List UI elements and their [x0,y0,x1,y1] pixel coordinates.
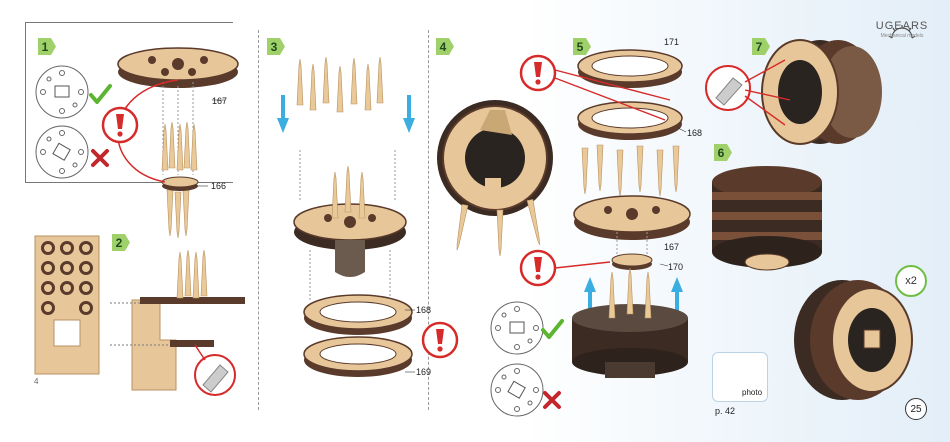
part-label-168: 168 [416,305,431,315]
photo-label: photo [742,388,762,397]
part-label-166: 166 [211,181,226,191]
part-label-171: 171 [664,37,679,47]
check-icon [90,86,110,104]
step4-group [437,100,553,256]
cross-icon [92,150,108,166]
brand-name: UGEARS [870,20,934,32]
part-label-168b: 168 [687,128,702,138]
quantity-badge: x2 [895,265,927,297]
step3-group [277,57,457,377]
warning-icon [103,108,137,142]
step6-group [712,166,822,270]
final-model-group [794,280,912,400]
part-label-169: 169 [416,367,431,377]
sheet-number: 4 [34,377,38,386]
page-number: 25 [905,398,927,420]
step7-group [706,40,882,144]
part-label-167: 167 [212,96,227,106]
step1-group [36,48,238,238]
step2-group [35,236,245,395]
part-label-167b: 167 [664,242,679,252]
page-reference: p. 42 [715,406,735,416]
brand-tagline: Mechanical models [870,33,934,39]
part-label-170: 170 [668,262,683,272]
step5-group [491,50,690,416]
brand-logo: UGEARS Mechanical models [870,20,934,39]
